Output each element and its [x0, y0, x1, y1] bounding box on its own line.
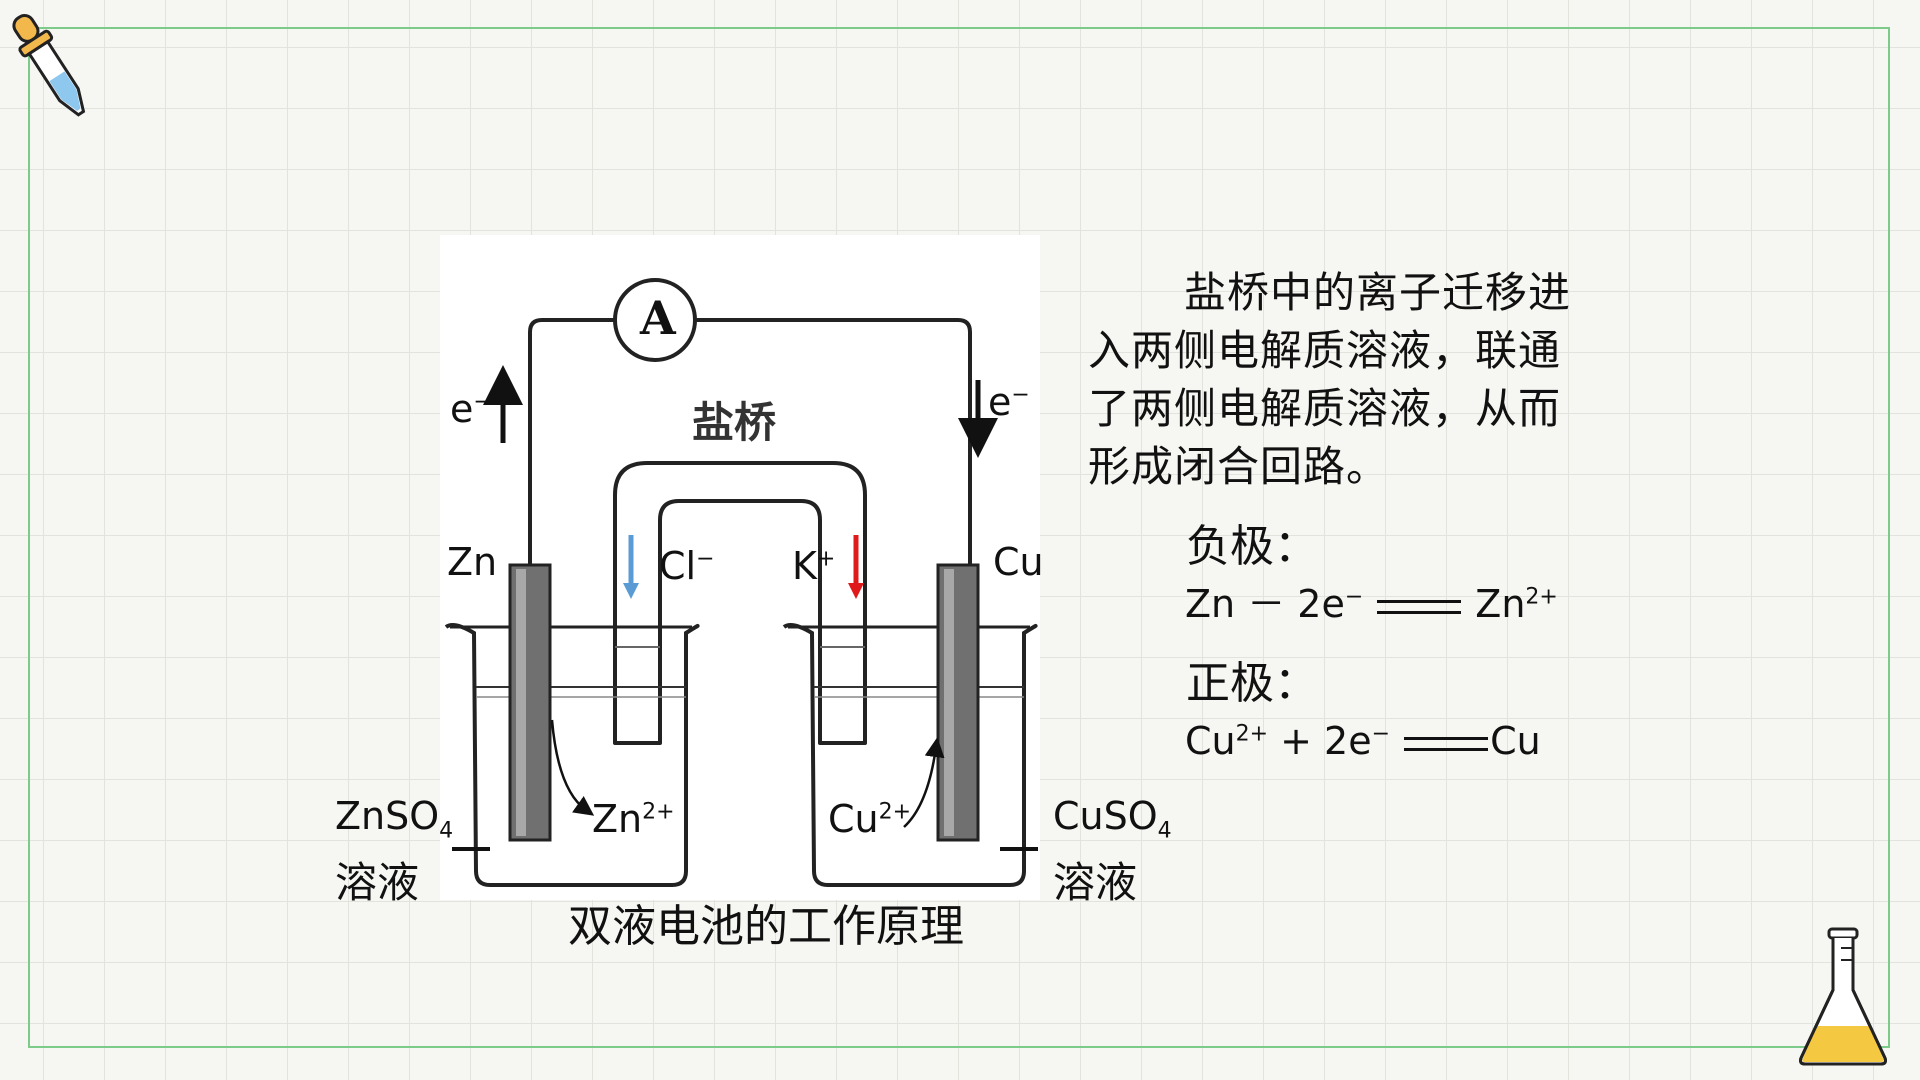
salt-bridge-label: 盐桥: [692, 398, 777, 447]
wire: [695, 318, 972, 565]
cu-electrode-label: Cu: [993, 540, 1044, 584]
cuso4-label: CuSO4: [1053, 794, 1172, 844]
cl-ion-label: Cl−: [659, 544, 715, 588]
ammeter-label: A: [640, 291, 676, 345]
flask-icon: [1799, 927, 1887, 1066]
explanation-text: 盐桥中的离子迁移进入两侧电解质溶液，联通了两侧电解质溶液，从而形成闭合回路。: [1088, 268, 1572, 491]
positive-electrode-heading: 正极：: [1186, 658, 1318, 709]
negative-electrode-heading: 负极：: [1186, 521, 1318, 572]
ammeter-circle: [613, 278, 697, 362]
zn-electrode-label: Zn: [447, 540, 498, 584]
cu-ion-label: Cu2+: [828, 797, 912, 841]
k-ion-label: K+: [792, 544, 836, 588]
wire: [528, 318, 615, 565]
salt-bridge-tube: [613, 461, 867, 745]
diagram-caption: 双液电池的工作原理: [568, 901, 964, 952]
positive-electrode-equation: Cu2+ + 2e−Cu: [1185, 719, 1541, 763]
cuso4-solution-label: 溶液: [1053, 858, 1138, 907]
slide-frame: [28, 27, 1890, 1048]
negative-electrode-equation: Zn － 2e−Zn2+: [1185, 582, 1558, 626]
znso4-label: ZnSO4: [335, 794, 454, 844]
cu-ion-arrow: [903, 737, 945, 828]
zn-ion-arrow: [550, 719, 595, 816]
galvanic-cell-diagram: [440, 235, 1040, 900]
electron-label-left: e−: [450, 387, 492, 431]
znso4-solution-label: 溶液: [335, 858, 420, 907]
electron-label-right: e−: [988, 380, 1030, 424]
zn-ion-label: Zn2+: [592, 797, 675, 841]
dropper-icon: [12, 14, 86, 117]
